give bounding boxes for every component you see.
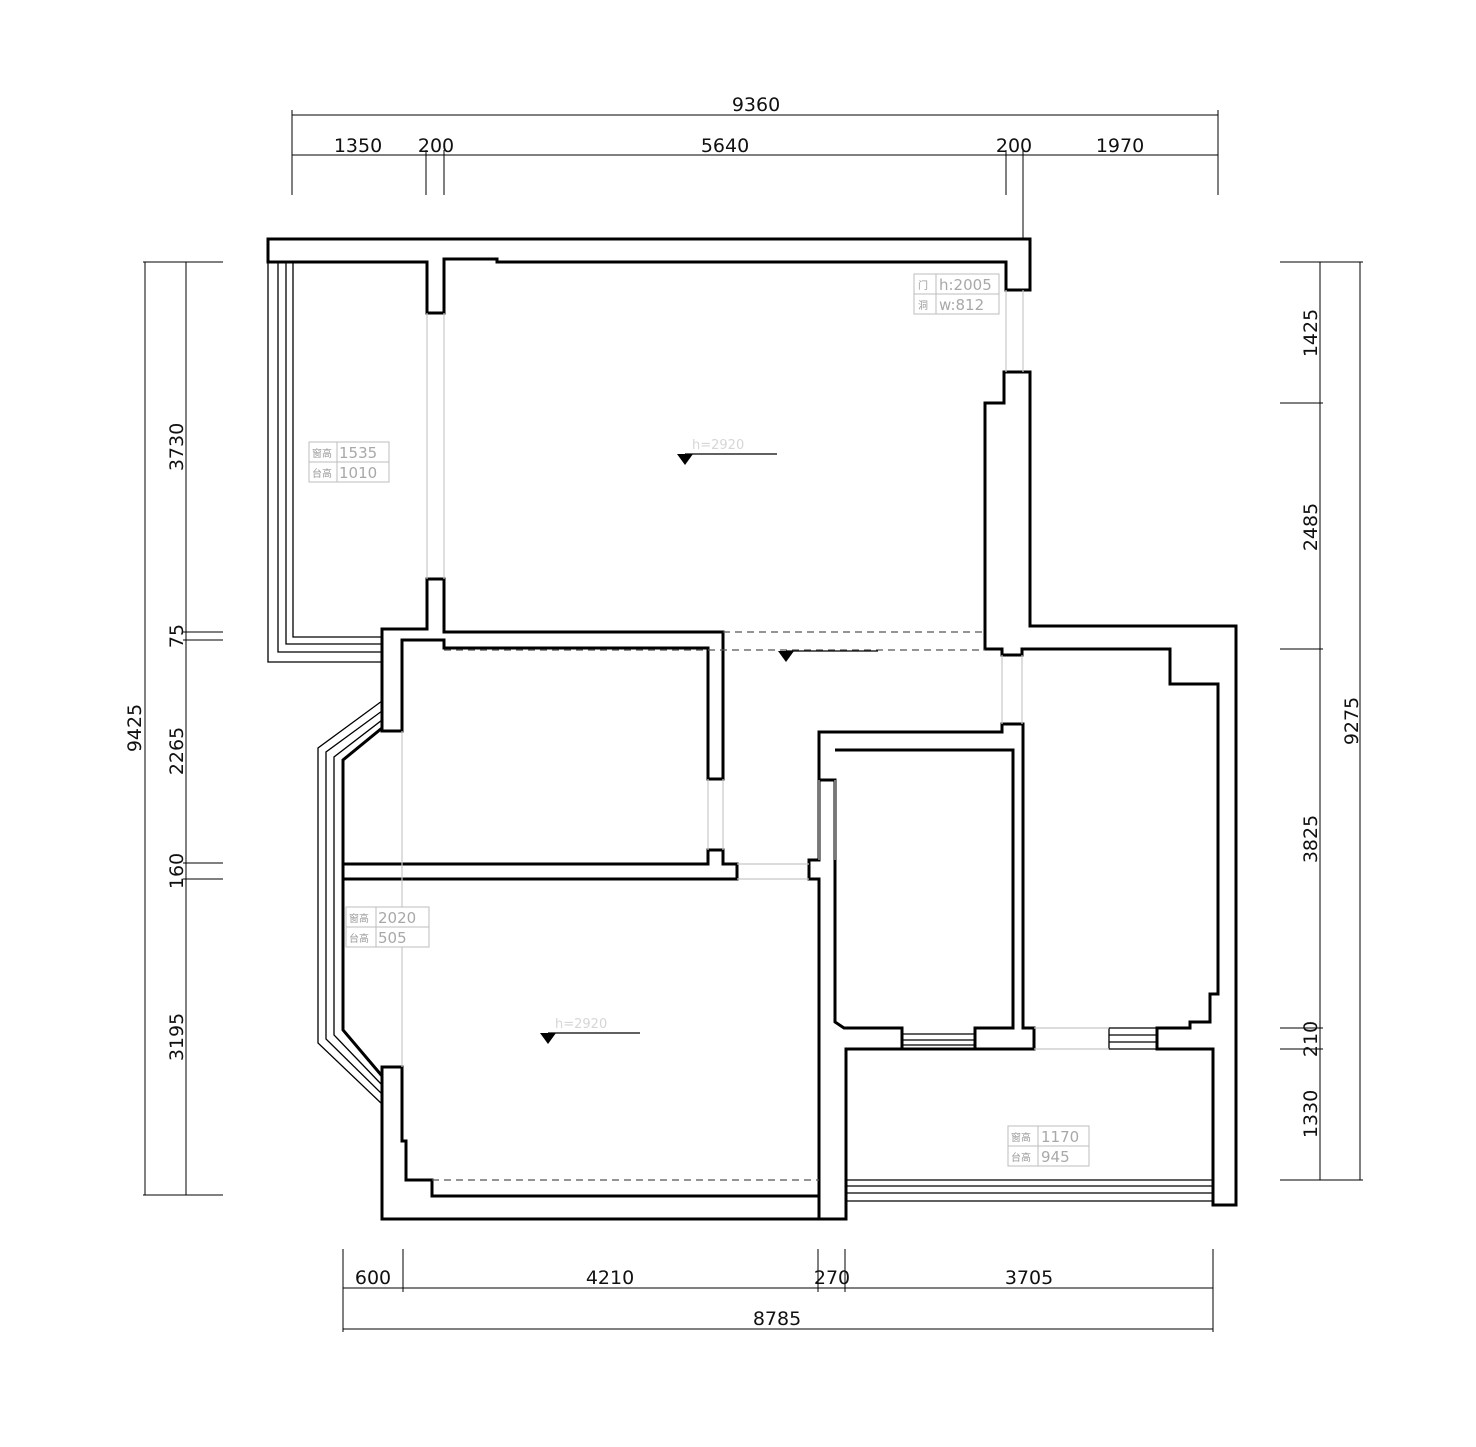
bottom-dimension-4: 3705 xyxy=(1005,1267,1053,1289)
left-dimension-3: 2265 xyxy=(166,727,188,775)
bottom-dimension-lines xyxy=(342,1249,1214,1332)
top-dimension-4: 200 xyxy=(996,135,1032,157)
level-marker-bedroom: h=2920 xyxy=(540,1017,640,1044)
window-label-key-2: 台高 xyxy=(312,467,332,480)
right-dimension-2: 2485 xyxy=(1300,503,1322,551)
bottom-dimension-2: 4210 xyxy=(586,1267,634,1289)
door-label-height: h:2005 xyxy=(939,276,992,294)
bottom-dimension-1: 600 xyxy=(355,1267,391,1289)
left-dimension-2: 75 xyxy=(166,624,188,648)
bottom-total-dimension: 8785 xyxy=(753,1308,801,1330)
window-label-sill: 1010 xyxy=(339,464,377,482)
left-dimension-4: 160 xyxy=(166,853,188,889)
right-dimension-3: 3825 xyxy=(1300,815,1322,863)
left-dimension-lines xyxy=(143,261,223,1196)
level-text-bedroom: h=2920 xyxy=(555,1017,607,1032)
level-text-living: h=2920 xyxy=(692,438,744,453)
left-dimension-1: 3730 xyxy=(166,423,188,471)
br-label-sill: 945 xyxy=(1041,1148,1070,1166)
walls xyxy=(266,237,1238,1221)
top-dimension-5: 1970 xyxy=(1096,135,1144,157)
right-dimension-4: 210 xyxy=(1300,1021,1322,1057)
right-dimension-lines xyxy=(1280,261,1363,1181)
door-label-key-1: 门 xyxy=(918,279,928,292)
bay-label-key-1: 窗高 xyxy=(349,912,369,925)
right-total-dimension: 9275 xyxy=(1341,697,1363,745)
openings xyxy=(401,290,1109,1067)
window-label-key-1: 窗高 xyxy=(312,447,332,460)
window-label-bottom-right: 窗高 1170 台高 945 xyxy=(1007,1125,1090,1167)
door-opening-label: 门 h:2005 洞 w:812 xyxy=(913,273,1000,315)
top-dimension-1: 1350 xyxy=(334,135,382,157)
left-dimension-5: 3195 xyxy=(166,1013,188,1061)
door-label-width: w:812 xyxy=(939,296,984,314)
bay-label-height: 2020 xyxy=(378,909,416,927)
bay-label-sill: 505 xyxy=(378,929,407,947)
window-label-balcony: 窗高 1535 台高 1010 xyxy=(308,441,390,483)
door-label-key-2: 洞 xyxy=(918,300,928,312)
right-dimension-1: 1425 xyxy=(1300,309,1322,357)
br-label-key-1: 窗高 xyxy=(1011,1131,1031,1144)
bottom-dimension-3: 270 xyxy=(814,1267,850,1289)
level-marker-living: h=2920 xyxy=(677,438,777,465)
br-label-height: 1170 xyxy=(1041,1128,1079,1146)
level-marker-hall xyxy=(778,650,878,662)
br-label-key-2: 台高 xyxy=(1011,1151,1031,1164)
left-total-dimension: 9425 xyxy=(124,704,146,752)
top-dimension-3: 5640 xyxy=(701,135,749,157)
right-dimension-5: 1330 xyxy=(1300,1090,1322,1138)
ceiling-lines xyxy=(432,631,985,1181)
window-label-height: 1535 xyxy=(339,444,377,462)
window-label-bay: 窗高 2020 台高 505 xyxy=(345,906,430,948)
bay-label-key-2: 台高 xyxy=(349,932,369,945)
top-dimension-2: 200 xyxy=(418,135,454,157)
top-total-dimension: 9360 xyxy=(732,94,780,116)
top-dimension-lines xyxy=(291,110,1219,240)
